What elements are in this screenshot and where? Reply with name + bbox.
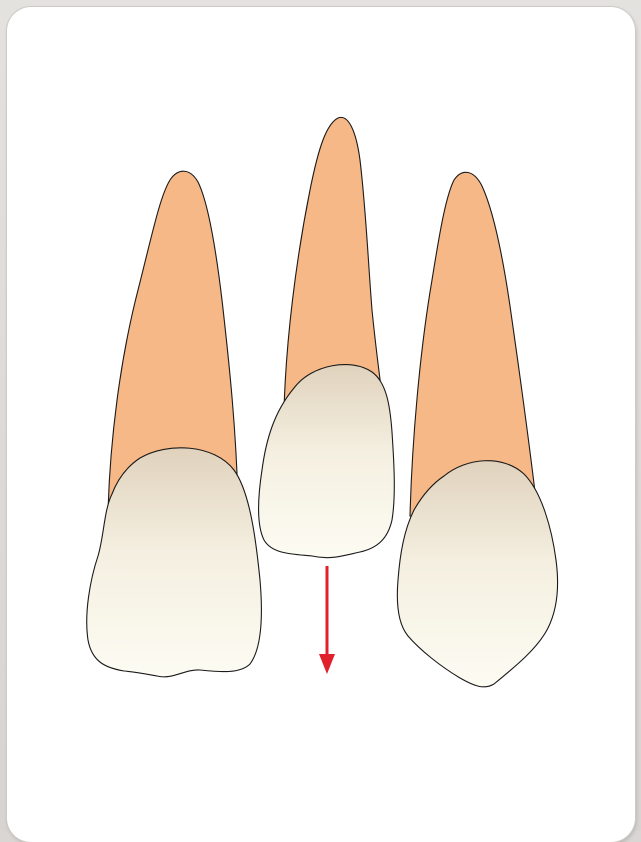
left-tooth [87, 171, 262, 677]
teeth-diagram [7, 7, 635, 831]
diagram-panel [7, 7, 635, 842]
center-tooth-crown [259, 365, 395, 558]
arrow-down-icon [319, 566, 335, 674]
center-tooth [259, 117, 395, 557]
right-tooth [397, 172, 557, 687]
